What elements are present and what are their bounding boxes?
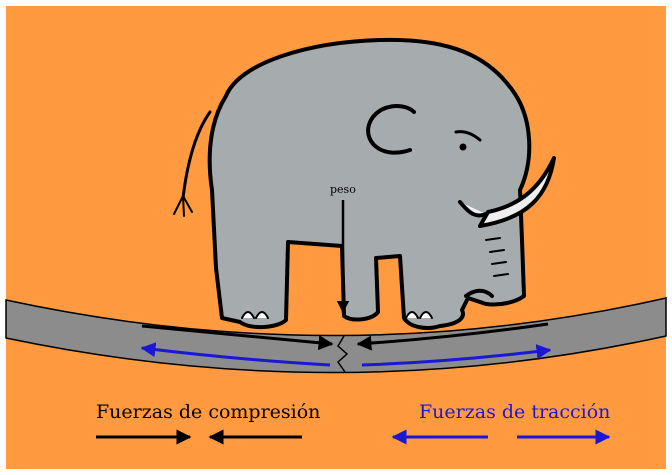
compression-label: Fuerzas de compresión [96, 403, 320, 422]
traction-label: Fuerzas de tracción [419, 403, 610, 422]
weight-label: peso [330, 184, 356, 195]
